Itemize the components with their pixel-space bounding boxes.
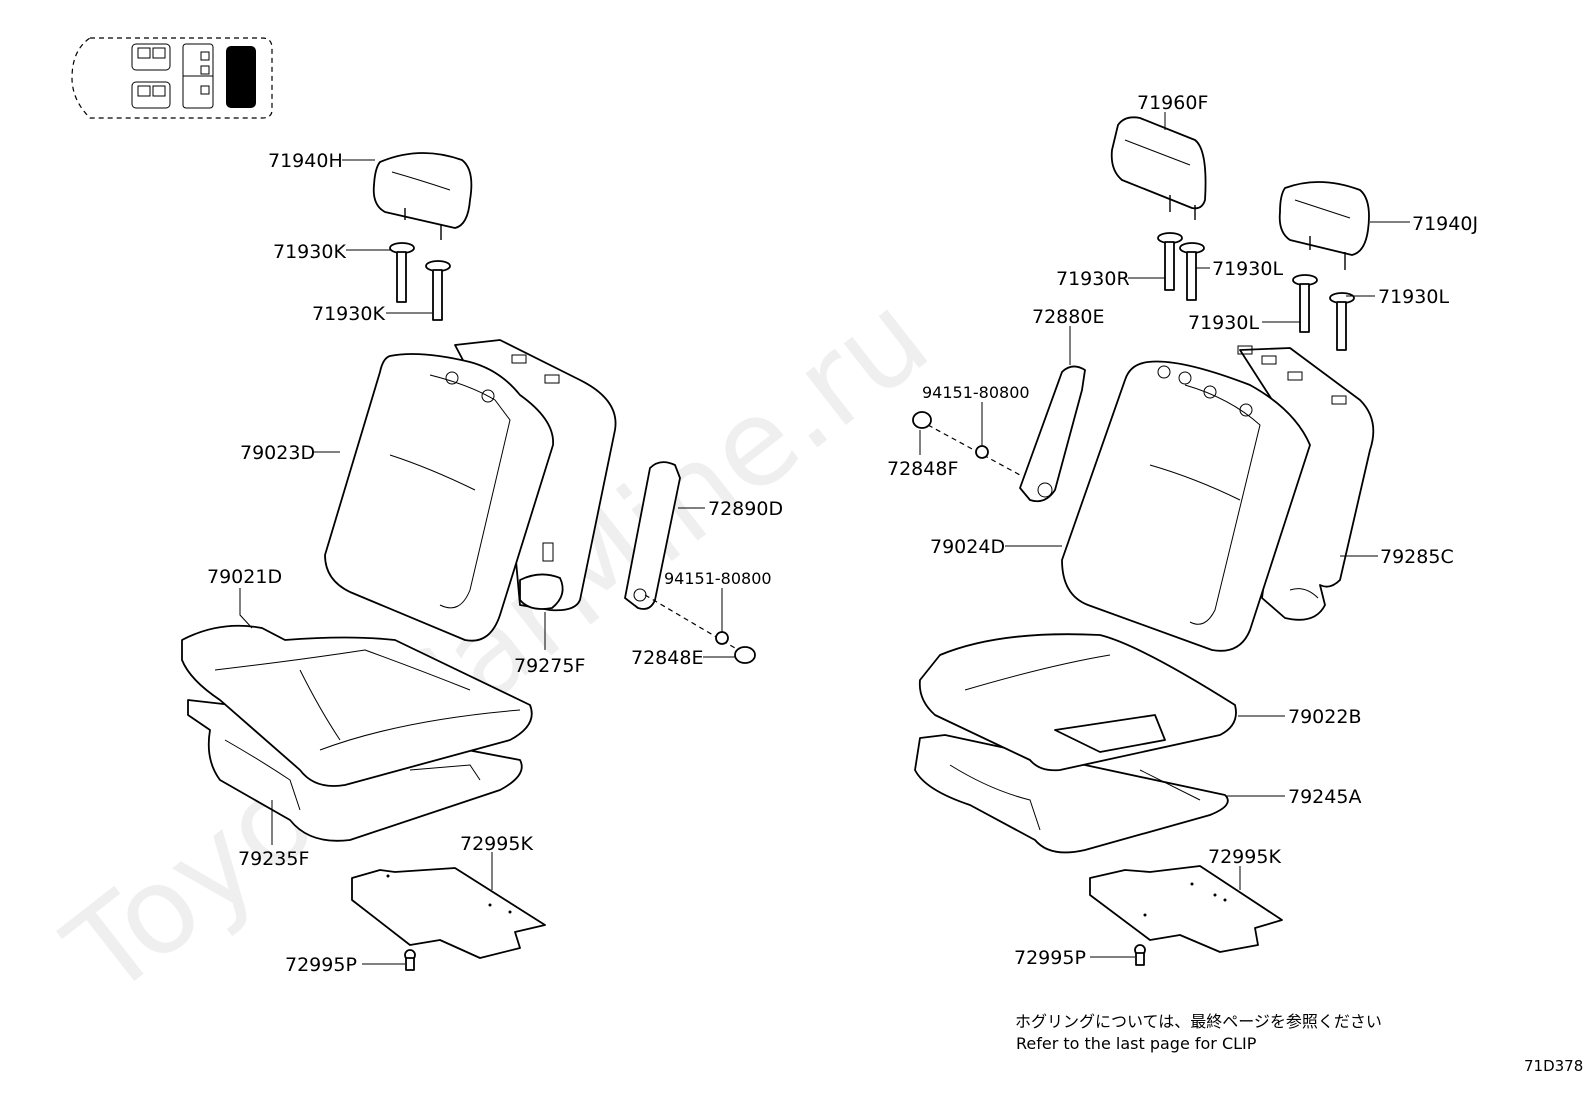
headrest-support-71930L-a (1179, 242, 1205, 301)
headrest-support-71930K-b (425, 260, 451, 321)
label-72848E: 72848E (631, 647, 703, 669)
seat-location-inset (71, 37, 273, 119)
label-79285C: 79285C (1380, 546, 1454, 568)
label-71940H: 71940H (268, 150, 343, 172)
label-71930K-b: 71930K (312, 303, 385, 325)
headrest-71940H (372, 152, 473, 240)
label-72995P-left: 72995P (285, 954, 357, 976)
label-72995P-right: 72995P (1014, 947, 1086, 969)
seatback-79024D (1061, 360, 1311, 652)
diagram-code: 71D378 (1524, 1057, 1584, 1075)
label-71960F: 71960F (1137, 92, 1208, 114)
label-71930L-c: 71930L (1188, 312, 1259, 334)
armrest-cap-72848F (912, 411, 932, 429)
label-71930L-b: 71930L (1378, 286, 1449, 308)
label-79022B: 79022B (1288, 706, 1361, 728)
clip-72995P-right (1134, 944, 1146, 966)
label-79275F: 79275F (514, 655, 585, 677)
headrest-support-71930L-b (1292, 274, 1318, 333)
headrest-support-71930R (1157, 232, 1183, 291)
headrest-71960F (1110, 116, 1207, 220)
label-79023D: 79023D (240, 442, 315, 464)
cushion-79021D (181, 624, 533, 787)
plate-72995K-left (351, 867, 546, 959)
label-94151-80800-left: 94151-80800 (664, 569, 772, 588)
label-79235F: 79235F (238, 848, 309, 870)
headrest-71940J (1278, 181, 1370, 270)
plate-72995K-right (1089, 865, 1283, 953)
label-71930L-a: 71930L (1212, 258, 1283, 280)
label-72848F: 72848F (887, 458, 958, 480)
label-72995K-right: 72995K (1208, 846, 1281, 868)
armrest-cap-72848E (734, 646, 756, 664)
clip-note-japanese: ホグリングについては、最終ページを参照ください (1015, 1012, 1382, 1031)
label-79021D: 79021D (207, 566, 282, 588)
part-labels: 71940H 71930K 71930K 79023D 72890D 94151… (207, 92, 1478, 976)
label-72890D: 72890D (708, 498, 783, 520)
label-79024D: 79024D (930, 536, 1005, 558)
headrest-support-71930L-c (1329, 292, 1355, 351)
label-72880E: 72880E (1032, 306, 1104, 328)
seatback-79023D (324, 353, 554, 642)
label-72995K-left: 72995K (460, 833, 533, 855)
cushion-79022B (918, 633, 1237, 772)
leader-lines (239, 112, 1410, 965)
label-94151-80800-right: 94151-80800 (922, 383, 1030, 402)
label-71940J: 71940J (1412, 213, 1478, 235)
cushion-frame-79245A (914, 734, 1229, 854)
clip-note-english: Refer to the last page for CLIP (1016, 1034, 1257, 1053)
label-71930R: 71930R (1056, 268, 1130, 290)
clip-72995P-left (404, 949, 416, 971)
armrest-72880E (1019, 365, 1086, 503)
label-79245A: 79245A (1288, 786, 1361, 808)
label-71930K-a: 71930K (273, 241, 346, 263)
headrest-support-71930K-a (389, 242, 415, 303)
